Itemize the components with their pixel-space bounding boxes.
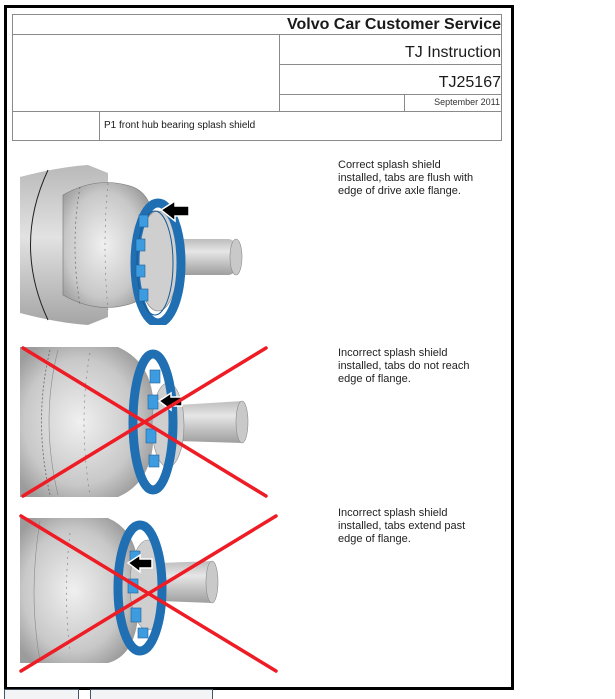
- document-subject: P1 front hub bearing splash shield: [104, 120, 256, 131]
- figure-2-incorrect-shield: [20, 346, 268, 498]
- figure-3-incorrect-shield: [19, 514, 278, 673]
- header-row-line: [279, 64, 502, 65]
- header-row-line: [12, 34, 502, 35]
- header-row-line: [12, 111, 502, 112]
- red-x-icon: [21, 346, 268, 498]
- header-col-line: [404, 94, 405, 111]
- figure-3-caption: Incorrect splash shield installed, tabs …: [338, 507, 466, 545]
- header-col-line: [99, 111, 100, 141]
- footer-button-2[interactable]: [90, 689, 213, 699]
- header-col-line: [279, 34, 280, 111]
- document-date: September 2011: [434, 97, 500, 107]
- document-type: TJ Instruction: [404, 44, 501, 61]
- document-number: TJ25167: [438, 74, 501, 91]
- red-x-icon: [19, 514, 278, 673]
- header-row-line: [279, 94, 502, 95]
- figure-1-caption: Correct splash shield installed, tabs ar…: [338, 159, 474, 197]
- figure-2-caption: Incorrect splash shield installed, tabs …: [338, 347, 470, 385]
- footer-button-1[interactable]: [4, 689, 79, 699]
- company-name: Volvo Car Customer Service: [286, 16, 501, 33]
- figure-1-correct-shield: [20, 165, 243, 325]
- header-table: [12, 14, 502, 141]
